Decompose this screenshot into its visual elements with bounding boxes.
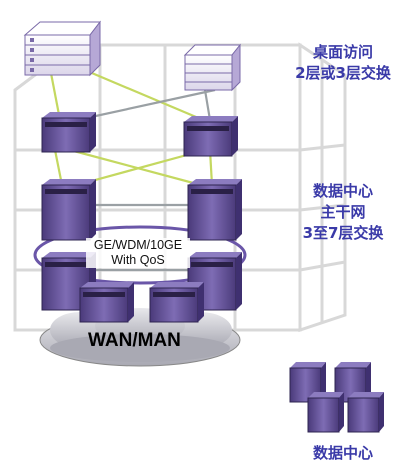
datacenter-label: 数据中心	[312, 182, 373, 200]
datacenter-switch	[347, 392, 384, 433]
backbone-label: 主干网	[320, 203, 366, 221]
datacenter-switch	[307, 392, 344, 433]
core-switch-left-lower	[41, 252, 96, 311]
access-switch-left	[41, 112, 96, 153]
desktop-access-label: 桌面访问	[312, 43, 373, 61]
ring-label: GE/WDM/10GE With QoS	[86, 238, 190, 268]
backbone-ring	[33, 225, 247, 285]
edge-switch-left	[79, 282, 134, 323]
core-switch-right-upper	[187, 179, 242, 241]
wan-cloud	[39, 308, 241, 367]
link	[79, 66, 216, 127]
link	[48, 67, 62, 121]
access-switch-right	[183, 116, 238, 157]
edge-switch-right	[149, 282, 204, 323]
datacenter-cluster	[289, 362, 384, 433]
wan-man-label: WAN/MAN	[88, 330, 181, 351]
layer-2-3-label: 2层或3层交换	[295, 64, 391, 82]
desktop-server-rack-right	[183, 43, 242, 92]
desktop-server-rack-left	[23, 20, 102, 77]
core-switch-left-upper	[41, 179, 96, 241]
link	[69, 148, 213, 190]
layer-3-7-label: 3至7层交换	[302, 224, 384, 242]
link	[203, 89, 212, 121]
ring-label-line1: GE/WDM/10GE	[93, 238, 183, 252]
ring-label-line2: With QoS	[111, 253, 165, 267]
datacenter-bottom-label: 数据中心	[312, 444, 373, 462]
